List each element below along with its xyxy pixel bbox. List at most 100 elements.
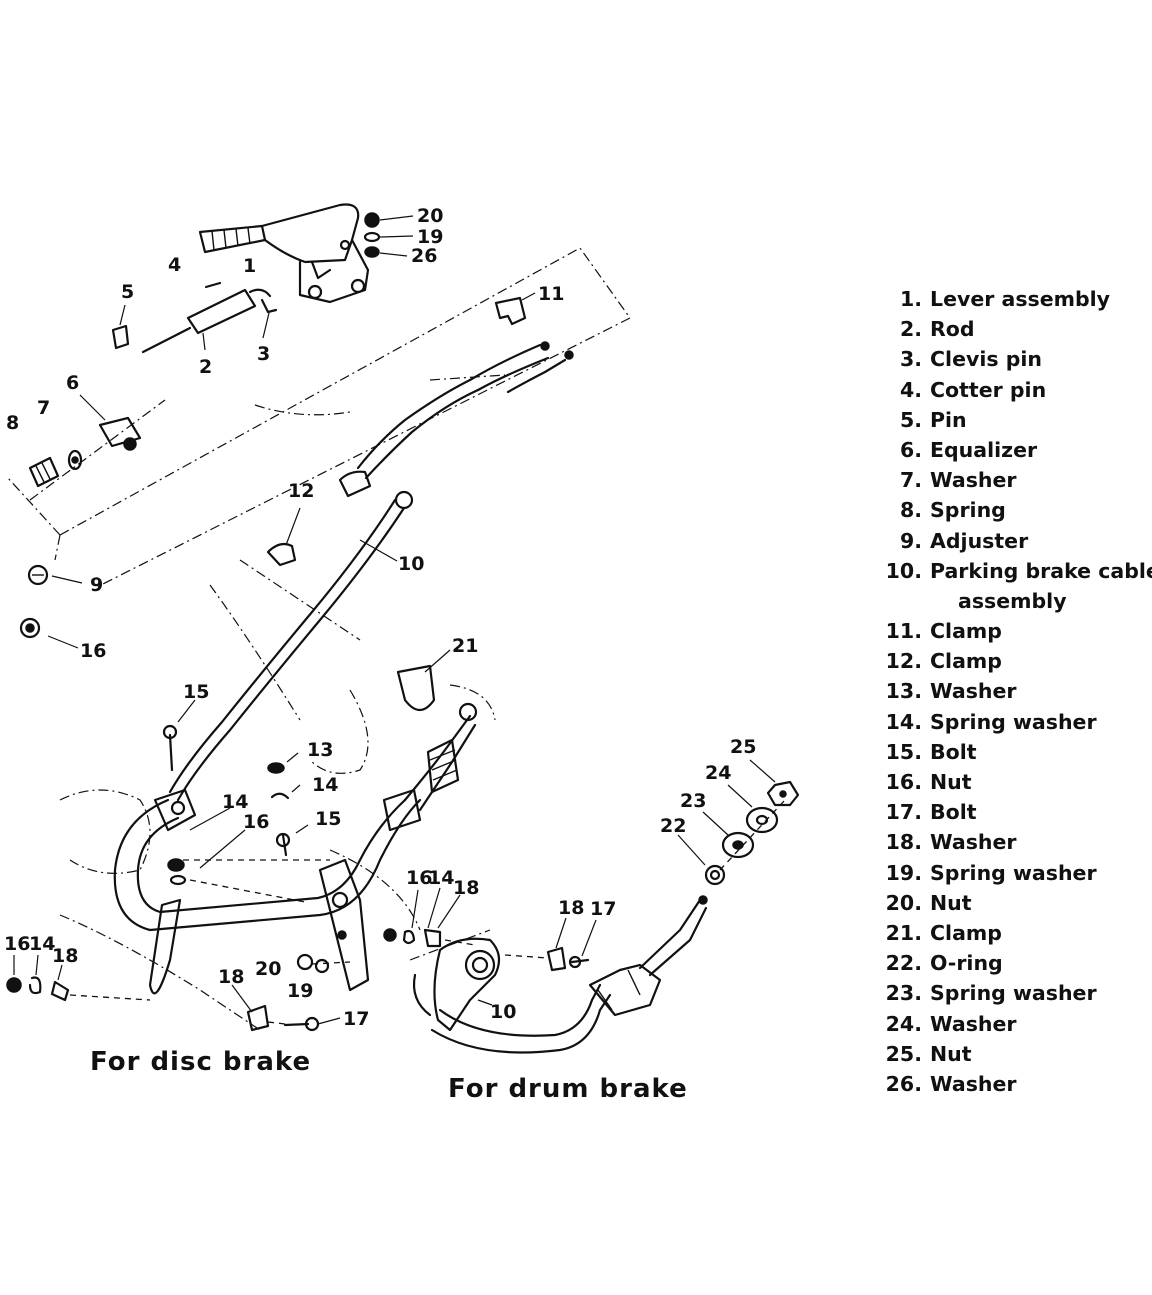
clamp-21 bbox=[396, 649, 451, 712]
callout-14-drum: 14 bbox=[428, 867, 454, 889]
callout-24: 24 bbox=[705, 762, 731, 784]
callout-3: 3 bbox=[257, 343, 270, 365]
legend-number: 16. bbox=[885, 770, 922, 794]
legend-number: 5. bbox=[899, 407, 922, 432]
lever-nut-stack bbox=[363, 212, 414, 258]
disc-fasteners bbox=[162, 699, 330, 903]
legend-label: Spring washer bbox=[930, 981, 1097, 1006]
parts-legend: 1.Lever assembly 2. Rod 3. Clevis pin 4. Cotte… bbox=[876, 284, 1152, 1099]
drum-brake-parts bbox=[383, 759, 800, 1054]
callout-17-drum: 17 bbox=[590, 898, 616, 920]
legend-number: 3. bbox=[899, 347, 922, 372]
callout-9: 9 bbox=[90, 574, 103, 596]
legend-item: 18. Washer bbox=[876, 827, 1152, 857]
legend-label: Nut bbox=[930, 890, 972, 915]
callout-25: 25 bbox=[730, 736, 756, 758]
callout-4: 4 bbox=[168, 254, 181, 276]
legend-number: 19. bbox=[885, 860, 922, 885]
callout-18-drum-left: 18 bbox=[453, 877, 479, 899]
callout-16-disc: 16 bbox=[243, 811, 269, 833]
legend-item: 21. Clamp bbox=[876, 918, 1152, 948]
legend-number: 25. bbox=[885, 1041, 922, 1066]
legend-label: Rod bbox=[930, 317, 975, 342]
legend-number: 1. bbox=[899, 287, 922, 311]
legend-label: Clevis pin bbox=[930, 347, 1042, 372]
clamp-11 bbox=[494, 292, 536, 326]
callout-15-upper: 15 bbox=[183, 681, 209, 703]
adjuster-group bbox=[19, 564, 83, 649]
legend-number: 8. bbox=[899, 498, 922, 523]
legend-item: 26. Washer bbox=[876, 1069, 1152, 1099]
callout-16-drum: 16 bbox=[406, 867, 432, 889]
legend-label: Nut bbox=[930, 1041, 972, 1066]
legend-label: Pin bbox=[930, 407, 967, 432]
legend-number: 26. bbox=[885, 1071, 922, 1096]
legend-item: 13.Washer bbox=[876, 676, 1152, 706]
legend-number: 12. bbox=[885, 649, 922, 674]
legend-label: Nut bbox=[930, 770, 972, 794]
legend-item: 12. Clamp bbox=[876, 646, 1152, 676]
legend-number: 13. bbox=[885, 679, 922, 704]
legend-item: 22. O-ring bbox=[876, 948, 1152, 978]
legend-item: 16. Nut bbox=[876, 767, 1152, 797]
legend-label: O-ring bbox=[930, 951, 1003, 976]
legend-number: 14. bbox=[885, 709, 922, 734]
callout-6: 6 bbox=[66, 372, 79, 394]
legend-label: Adjuster bbox=[930, 528, 1029, 553]
disc-lower-parts bbox=[6, 953, 351, 1032]
legend-number: 10. bbox=[885, 558, 922, 583]
legend-number: 6. bbox=[899, 437, 922, 462]
front-cables bbox=[338, 341, 574, 510]
legend-item: 5. Pin bbox=[876, 405, 1152, 435]
legend-item: 11.Clamp bbox=[876, 616, 1152, 646]
legend-item-continuation: assembly bbox=[876, 586, 1152, 616]
callout-12: 12 bbox=[288, 480, 314, 502]
legend-item: 17.Bolt bbox=[876, 797, 1152, 827]
legend-number: 20. bbox=[885, 890, 922, 915]
legend-label: Clamp bbox=[930, 649, 1002, 674]
callout-18-drum-right: 18 bbox=[558, 897, 584, 919]
legend-item: 20. Nut bbox=[876, 888, 1152, 918]
equalizer-group bbox=[28, 394, 142, 488]
legend-item: 9.Adjuster bbox=[876, 526, 1152, 556]
callout-22: 22 bbox=[660, 815, 686, 837]
legend-label: Bolt bbox=[930, 739, 977, 764]
legend-label: Equalizer bbox=[930, 437, 1038, 462]
legend-number: 7. bbox=[899, 468, 922, 493]
callout-16-upper-left: 16 bbox=[80, 640, 106, 662]
callout-26: 26 bbox=[411, 245, 437, 267]
legend-label: Spring washer bbox=[930, 860, 1097, 885]
legend-item: 19. Spring washer bbox=[876, 858, 1152, 888]
callout-15-lower: 15 bbox=[315, 808, 341, 830]
callout-19-disc: 19 bbox=[287, 980, 313, 1002]
legend-label: Washer bbox=[930, 830, 1017, 855]
legend-item: 25. Nut bbox=[876, 1039, 1152, 1069]
legend-number: 15. bbox=[885, 739, 922, 764]
legend-number: 4. bbox=[899, 377, 922, 402]
legend-number: 2. bbox=[899, 317, 922, 342]
legend-label: Clamp bbox=[930, 619, 1002, 644]
legend-number: 21. bbox=[885, 920, 922, 945]
callout-18-disc-lower: 18 bbox=[52, 945, 78, 967]
legend-item: 8.Spring bbox=[876, 495, 1152, 525]
main-cable bbox=[168, 498, 406, 802]
legend-item: 6. Equalizer bbox=[876, 435, 1152, 465]
callout-16-disc-lower: 16 bbox=[4, 933, 30, 955]
legend-label: Clamp bbox=[930, 920, 1002, 945]
legend-item: 7.Washer bbox=[876, 465, 1152, 495]
body-outline bbox=[7, 247, 631, 1031]
caption-drum-brake: For drum brake bbox=[448, 1074, 688, 1104]
legend-number: 18. bbox=[885, 830, 922, 855]
legend-item: 23.Spring washer bbox=[876, 978, 1152, 1008]
callout-10-drum: 10 bbox=[490, 1001, 516, 1023]
legend-label: Cotter pin bbox=[930, 377, 1047, 402]
legend-label: Spring washer bbox=[930, 709, 1097, 734]
callout-20-disc: 20 bbox=[255, 958, 281, 980]
clamp-12 bbox=[266, 507, 301, 567]
legend-item: 1.Lever assembly bbox=[876, 284, 1152, 314]
callout-11: 11 bbox=[538, 283, 564, 305]
legend-label-continuation: assembly bbox=[958, 588, 1067, 613]
legend-label: Washer bbox=[930, 1071, 1017, 1096]
legend-number: 22. bbox=[885, 951, 922, 976]
